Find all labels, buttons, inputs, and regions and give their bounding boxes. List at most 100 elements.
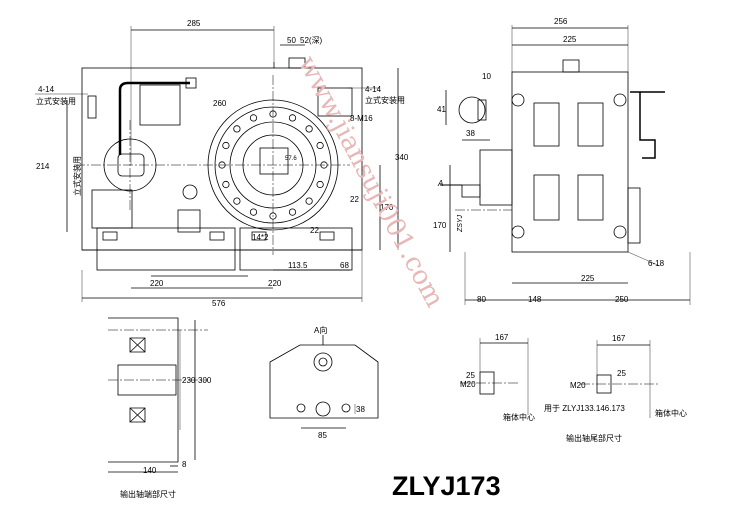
model-title: ZLYJ173 bbox=[392, 471, 501, 501]
dim-220b: 220 bbox=[268, 279, 282, 288]
dim-576: 576 bbox=[212, 299, 226, 308]
front-window-2 bbox=[317, 87, 353, 117]
tail-1-m20: M20 bbox=[460, 380, 476, 389]
front-view bbox=[35, 26, 399, 302]
label-bolt-circle: 8-M16 bbox=[350, 114, 373, 123]
side-window-4 bbox=[577, 174, 604, 221]
tail-2-center: 箱体中心 bbox=[655, 408, 687, 418]
label-zsyj: ZSYJ bbox=[457, 214, 464, 233]
tail-2-d25: 25 bbox=[617, 369, 626, 378]
dim-38: 38 bbox=[466, 129, 475, 138]
front-window-1 bbox=[139, 84, 181, 126]
tail-2-m20: M20 bbox=[570, 381, 586, 390]
front-base-left bbox=[96, 227, 236, 271]
flange-bolt-hole bbox=[305, 125, 313, 133]
label-holes-right: 4-14 bbox=[365, 85, 382, 94]
flange-bolt-hole bbox=[233, 197, 241, 205]
section-outline bbox=[108, 317, 179, 463]
dim-225-top: 225 bbox=[563, 35, 577, 44]
flange-bolt-hole bbox=[316, 180, 324, 189]
dim-214: 214 bbox=[36, 162, 50, 171]
front-view-labels: 285 50 52(深) 260 214 340 170 22 22 14*2 … bbox=[36, 19, 409, 308]
flange-bolt-hole bbox=[249, 114, 258, 122]
flange-bolt-hole bbox=[233, 125, 241, 133]
dim-22a: 22 bbox=[350, 195, 359, 204]
dim-14x2: 14*2 bbox=[252, 233, 269, 242]
dim-220a: 220 bbox=[150, 279, 164, 288]
flange-bolt-hole bbox=[288, 114, 297, 122]
dim-225-bot: 225 bbox=[581, 274, 595, 283]
flange-bolt-hole bbox=[288, 208, 297, 216]
dim-80: 80 bbox=[477, 295, 486, 304]
breather-cap bbox=[288, 57, 306, 69]
label-side-mount: 立式安装用 bbox=[72, 156, 82, 196]
front-window-3 bbox=[91, 189, 133, 229]
side-input-shaft bbox=[479, 149, 513, 206]
dim-285: 285 bbox=[187, 19, 201, 28]
label-mount-right: 立式安装用 bbox=[365, 95, 405, 105]
tail-2-dim-167: 167 bbox=[612, 334, 626, 343]
side-breather-cap bbox=[562, 59, 580, 73]
dim-41: 41 bbox=[437, 105, 446, 114]
side-view-labels: 256 225 10 41 38 170 225 80 148 250 6-18… bbox=[433, 17, 665, 304]
flange-bolt-hole bbox=[222, 180, 230, 189]
flange-bolt-hole bbox=[305, 197, 313, 205]
dim-113-5: 113.5 bbox=[288, 261, 308, 270]
a-view bbox=[269, 335, 379, 429]
dim-8: 8 bbox=[182, 460, 187, 469]
side-view bbox=[440, 25, 691, 305]
oil-plug-left bbox=[87, 95, 97, 119]
dim-50: 50 bbox=[287, 36, 296, 45]
tail-detail-2 bbox=[580, 340, 660, 418]
oil-gauge-icon bbox=[182, 184, 198, 200]
side-window-1 bbox=[533, 102, 560, 147]
side-housing-outline bbox=[511, 71, 629, 253]
tail-detail-1 bbox=[460, 338, 529, 415]
pump-block bbox=[177, 209, 201, 233]
output-square-bore bbox=[259, 147, 289, 175]
input-caption: 输出轴端部尺寸 bbox=[120, 489, 176, 499]
label-holes-left: 4-14 bbox=[38, 85, 55, 94]
input-shaft-section bbox=[108, 317, 208, 473]
tail-1-d25: 25 bbox=[466, 371, 475, 380]
a-view-labels: A向 85 38 bbox=[314, 325, 365, 440]
dim-10: 10 bbox=[482, 72, 491, 81]
dim-340: 340 bbox=[395, 153, 409, 162]
dim-260: 260 bbox=[213, 99, 227, 108]
dim-6-18: 6-18 bbox=[648, 259, 665, 268]
a-view-label: A向 bbox=[314, 325, 327, 335]
dim-170-side: 170 bbox=[433, 221, 447, 230]
dim-85: 85 bbox=[318, 431, 327, 440]
tail-1-note: 用于 ZLYJ133.146.173 bbox=[544, 404, 625, 413]
dim-170: 170 bbox=[380, 203, 394, 212]
a-view-outline bbox=[269, 344, 379, 419]
dim-256: 256 bbox=[554, 17, 568, 26]
tail-1-dim-167: 167 bbox=[495, 333, 509, 342]
side-pipe bbox=[630, 91, 656, 159]
side-window-2 bbox=[577, 102, 604, 147]
dim-57-6: 57.6 bbox=[285, 156, 297, 162]
label-view-a: A bbox=[437, 179, 443, 188]
tail-1-labels: 167 M20 25 箱体中心 用于 ZLYJ133.146.173 bbox=[460, 333, 625, 422]
tail-caption: 输出轴尾部尺寸 bbox=[566, 433, 622, 443]
shaft-end-circle bbox=[458, 96, 486, 124]
side-window-3 bbox=[533, 174, 560, 221]
oil-pipe bbox=[118, 81, 190, 155]
dim-52: 52(深) bbox=[300, 36, 323, 45]
dim-140: 140 bbox=[143, 466, 157, 475]
dim-230: 230 bbox=[182, 376, 196, 385]
dim-68: 68 bbox=[340, 261, 349, 270]
tail-1-center: 箱体中心 bbox=[503, 412, 535, 422]
flange-bolt-hole bbox=[249, 208, 258, 216]
input-section-labels: 230 300 8 140 输出轴端部尺寸 bbox=[120, 376, 212, 499]
dim-22b: 22 bbox=[310, 226, 319, 235]
flange-bolt-hole bbox=[222, 141, 230, 150]
tail-2-labels: 167 M20 25 箱体中心 输出轴尾部尺寸 bbox=[566, 334, 687, 443]
dim-38-a: 38 bbox=[356, 405, 365, 414]
dim-148: 148 bbox=[528, 295, 542, 304]
side-gauge bbox=[627, 187, 641, 244]
dim-250: 250 bbox=[615, 295, 629, 304]
label-mount-left: 立式安装用 bbox=[36, 96, 76, 106]
